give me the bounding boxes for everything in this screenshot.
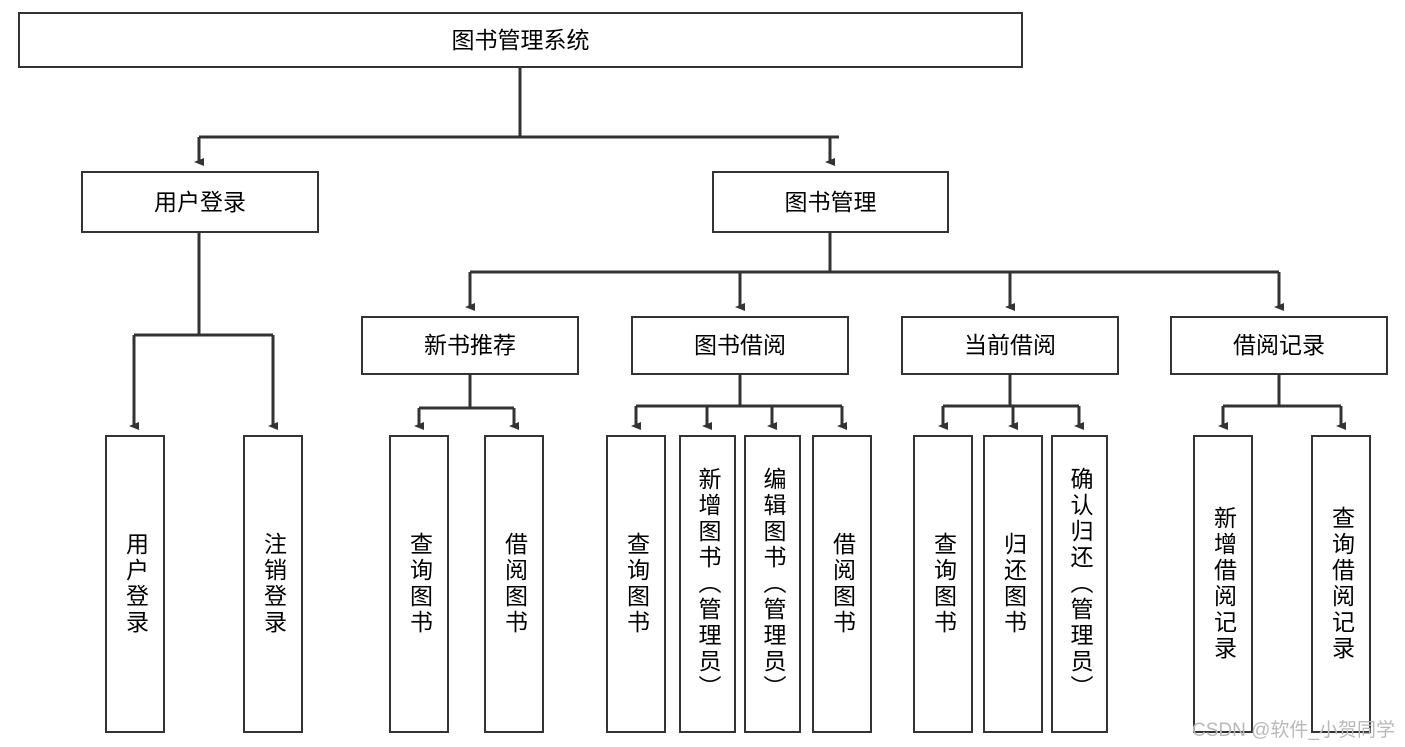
node-book-borrow[interactable]: 图书借阅: [631, 316, 849, 375]
node-borrow-record[interactable]: 借阅记录: [1170, 316, 1388, 375]
node-book-management-label: 图书管理: [784, 188, 877, 215]
leaf-add-borrow-record[interactable]: 新增借阅记录: [1193, 435, 1253, 733]
leaf-logout-label: 注销登录: [260, 532, 287, 636]
leaf-add-book-admin[interactable]: 新增图书（管理员）: [679, 435, 736, 733]
node-borrow-record-label: 借阅记录: [1233, 332, 1325, 359]
leaf-query-book-borrow[interactable]: 查询图书: [606, 435, 666, 733]
leaf-user-login-label: 用户登录: [122, 532, 149, 636]
node-user-login[interactable]: 用户登录: [81, 171, 319, 233]
leaf-borrow-book[interactable]: 借阅图书: [812, 435, 872, 733]
leaf-confirm-return-admin[interactable]: 确认归还（管理员）: [1051, 435, 1108, 733]
node-user-login-label: 用户登录: [154, 188, 246, 215]
leaf-borrow-book-recommend-label: 借阅图书: [501, 532, 528, 636]
leaf-query-borrow-record[interactable]: 查询借阅记录: [1311, 435, 1371, 733]
leaf-query-book-recommend[interactable]: 查询图书: [389, 435, 449, 733]
leaf-borrow-book-recommend[interactable]: 借阅图书: [484, 435, 544, 733]
leaf-edit-book-admin[interactable]: 编辑图书（管理员）: [744, 435, 801, 733]
leaf-return-book[interactable]: 归还图书: [983, 435, 1043, 733]
leaf-edit-book-admin-label: 编辑图书（管理员）: [760, 467, 786, 701]
leaf-user-login[interactable]: 用户登录: [105, 435, 165, 733]
node-book-management[interactable]: 图书管理: [712, 171, 949, 233]
node-book-borrow-label: 图书借阅: [694, 332, 786, 359]
watermark: CSDN @软件_小贺同学: [1192, 720, 1395, 741]
node-root[interactable]: 图书管理系统: [18, 12, 1023, 68]
leaf-query-borrow-record-label: 查询借阅记录: [1328, 506, 1355, 662]
leaf-logout[interactable]: 注销登录: [243, 435, 303, 733]
leaf-query-book-current[interactable]: 查询图书: [913, 435, 973, 733]
leaf-add-book-admin-label: 新增图书（管理员）: [695, 467, 721, 701]
leaf-return-book-label: 归还图书: [1000, 532, 1027, 636]
node-root-label: 图书管理系统: [451, 26, 590, 53]
leaf-query-book-recommend-label: 查询图书: [406, 532, 433, 636]
node-new-book-recommend[interactable]: 新书推荐: [361, 316, 579, 375]
leaf-add-borrow-record-label: 新增借阅记录: [1210, 506, 1237, 662]
leaf-borrow-book-label: 借阅图书: [829, 532, 856, 636]
node-current-borrow[interactable]: 当前借阅: [901, 316, 1119, 375]
leaf-query-book-borrow-label: 查询图书: [623, 532, 650, 636]
node-current-borrow-label: 当前借阅: [964, 332, 1056, 359]
leaf-confirm-return-admin-label: 确认归还（管理员）: [1067, 467, 1093, 701]
node-new-book-recommend-label: 新书推荐: [424, 332, 516, 359]
leaf-query-book-current-label: 查询图书: [930, 532, 957, 636]
